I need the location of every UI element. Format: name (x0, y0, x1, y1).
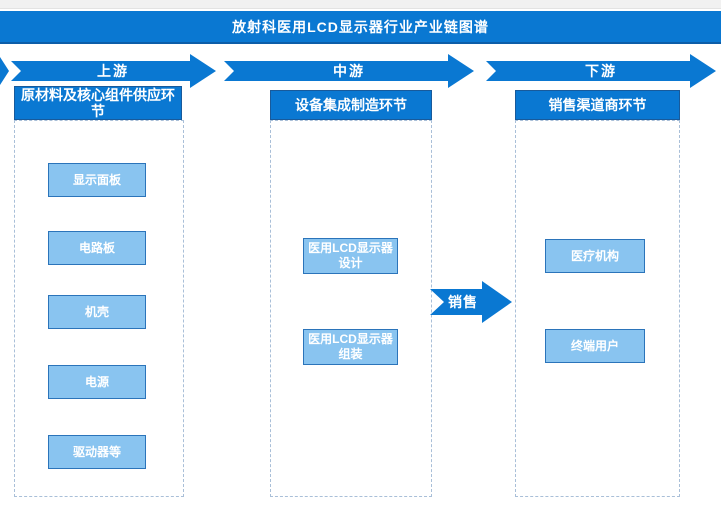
sales-flow-arrow-shape (430, 281, 512, 323)
midstream-column-header: 设备集成制造环节 (270, 90, 432, 120)
downstream-column-container (515, 120, 680, 497)
item-box: 电源 (48, 365, 146, 399)
stage-arrows-row (0, 54, 716, 88)
midstream-arrow-shape (224, 54, 474, 88)
item-box: 驱动器等 (48, 435, 146, 469)
upstream-arrow-shape (11, 54, 216, 88)
midstream-column-container (270, 120, 432, 497)
item-box: 机壳 (48, 295, 146, 329)
item-box: 医疗机构 (545, 239, 645, 273)
page-title: 放射科医用LCD显示器行业产业链图谱 (232, 18, 489, 35)
sales-flow-arrow (430, 281, 512, 323)
item-box: 终端用户 (545, 329, 645, 363)
upstream-column-header: 原材料及核心组件供应环 节 (14, 86, 182, 120)
left-edge-arrow-fragment (0, 57, 9, 85)
sales-flow-label: 销售 (448, 294, 478, 310)
downstream-arrow-shape (486, 54, 716, 88)
item-box: 显示面板 (48, 163, 146, 197)
item-box: 电路板 (48, 231, 146, 265)
title-banner: 放射科医用LCD显示器行业产业链图谱 (0, 11, 721, 44)
stage-label-downstream: 下游 (585, 63, 617, 79)
top-strip (0, 0, 721, 9)
downstream-column-header: 销售渠道商环节 (515, 90, 680, 120)
stage-label-upstream: 上游 (97, 63, 129, 79)
item-box: 医用LCD显示器 组装 (303, 329, 398, 365)
stage-label-midstream: 中游 (333, 63, 365, 79)
item-box: 医用LCD显示器 设计 (303, 238, 398, 274)
